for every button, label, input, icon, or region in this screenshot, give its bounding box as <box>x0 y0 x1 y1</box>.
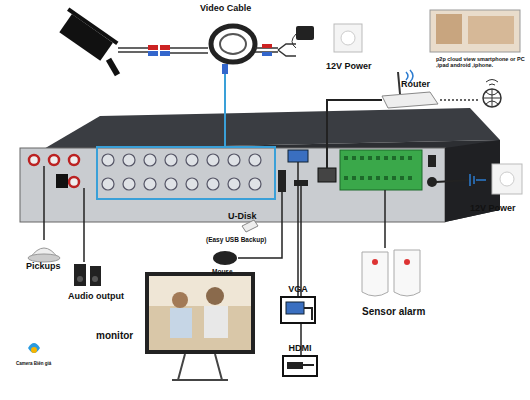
icon-frame <box>282 355 318 377</box>
connector-box: HDMI <box>280 343 320 377</box>
connector-box: VGA <box>278 284 318 324</box>
text-label: Pickups <box>26 262 61 272</box>
icon-frame <box>280 296 316 324</box>
text-label: Mouse <box>212 268 233 275</box>
box-heading: VGA <box>278 284 318 294</box>
text-label: p2p cloud view smartphone or PC ,ipad an… <box>436 56 528 68</box>
text-label: Camera Biên giá <box>16 362 51 367</box>
box-heading: HDMI <box>280 343 320 353</box>
text-label: U-Disk <box>228 212 257 222</box>
text-label: Video Cable <box>200 4 251 14</box>
text-label: Sensor alarm <box>362 306 425 317</box>
vga-connector-icon <box>282 298 314 322</box>
text-label: monitor <box>96 330 133 341</box>
text-label: 12V Power <box>326 62 372 72</box>
text-label: Router <box>401 80 430 90</box>
hdmi-connector-icon <box>284 357 316 375</box>
text-label: Audio output <box>68 292 124 302</box>
text-label: 12V Power <box>470 204 516 214</box>
text-label: (Easy USB Backup) <box>206 236 266 243</box>
